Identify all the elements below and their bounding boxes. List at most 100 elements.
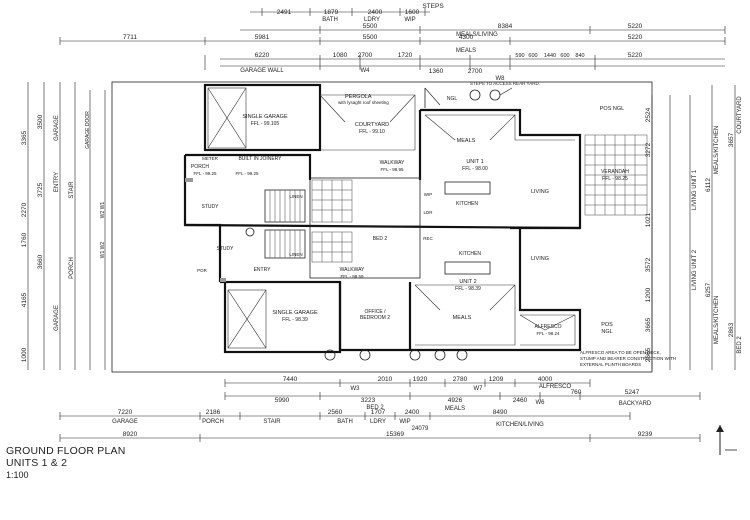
dim-top-6220: 6220 [255, 52, 270, 59]
dim-top-1879: 1879 [324, 9, 339, 16]
svg-text:W2 W1: W2 W1 [100, 202, 106, 219]
dim-right-label-bed2: BED 2 [737, 336, 743, 354]
room-kitchen-u2: KITCHEN [459, 251, 481, 257]
room-unit2: UNIT 2 [459, 279, 476, 285]
room-pos-bottom: POS [601, 322, 613, 328]
dim-right-label-living-unit1: LIVING UNIT 1 [692, 169, 698, 210]
dim-left-2270: 2270 [21, 202, 28, 217]
dim-bot-1209: 1209 [489, 376, 504, 383]
room-courtyard: COURTYARD [355, 122, 389, 128]
dim-right-3665: 3665 [645, 317, 652, 332]
right-dimension-lines: 2524 3272 1021 3572 1200 3665 2665 6112 … [645, 85, 743, 370]
room-walkway-u2: WALKWAY [340, 267, 365, 273]
dim-top-5220b: 5220 [628, 34, 643, 41]
bathroom-tiles [311, 179, 353, 263]
alfresco-note-1: ALFRESCO AREA TO BE OPEN DECK, [580, 350, 661, 355]
room-wip-u1: WIP [424, 192, 433, 197]
dim-bot-1920: 1920 [413, 376, 428, 383]
roof-hips [319, 94, 576, 346]
dim-bot-3223: 3223 [361, 397, 376, 404]
svg-text:W1 W2: W1 W2 [100, 242, 106, 259]
kitchen-island-u2 [444, 261, 491, 275]
dim-bot-2400: 2400 [405, 409, 420, 416]
dim-left-3725: 3725 [37, 182, 44, 197]
room-walkway-u2-ffl: FFL - 98.59 [340, 274, 364, 279]
plan-title: GROUND FLOOR PLAN [6, 445, 126, 457]
title-block: GROUND FLOOR PLAN UNITS 1 & 2 1:100 [6, 445, 226, 481]
dim-bot-label-alfresco: ALFRESCO [539, 384, 572, 390]
dim-top-5500b: 5500 [363, 34, 378, 41]
dim-top-590: 590 [515, 53, 524, 59]
dim-top-2491: 2491 [277, 9, 292, 16]
dim-bot-4000: 4000 [538, 376, 553, 383]
room-porch-ffl: FFL - 99.25 [193, 171, 217, 176]
room-office-line2: BEDROOM 2 [360, 315, 390, 321]
dim-label-meals-living: MEALS/LIVING [456, 32, 498, 38]
dim-bot-2186: 2186 [206, 409, 221, 416]
stair-bottom [264, 229, 306, 259]
dim-bot-24079: 24079 [412, 426, 429, 432]
dim-bot-label-kitchen-living: KITCHEN/LIVING [496, 422, 544, 428]
kitchen-island-u1 [444, 181, 491, 195]
dim-top-7711: 7711 [123, 34, 137, 41]
room-unit1: UNIT 1 [466, 159, 483, 165]
room-pos-bottom-ngl: NGL [601, 329, 612, 335]
dim-bot-2560: 2560 [328, 409, 343, 416]
dim-left-label-entry: ENTRY [54, 172, 60, 192]
room-por-u2: POR [197, 268, 208, 273]
room-courtyard-ffl: FFL - 99.10 [359, 129, 385, 135]
verandah-deck [584, 134, 648, 216]
dim-top-8384: 8384 [498, 23, 513, 30]
dim-bot-5247: 5247 [625, 389, 640, 396]
dim-left-4165: 4165 [21, 292, 28, 307]
room-ldr: LDR [423, 210, 433, 215]
top-dimension-lines: 2491 1879 2400 1600 STEPS BATH LDRY WIP … [59, 3, 726, 82]
room-unit2-ffl: FFL - 98.39 [455, 286, 481, 292]
dim-left-label-garage-bot: GARAGE [54, 305, 60, 331]
alfresco-note-3: EXTERNAL PLINTH BOARDS [580, 362, 641, 367]
dim-bot-8920: 8920 [123, 431, 138, 438]
dim-bot-760: 760 [571, 389, 582, 396]
dim-bot-5990: 5990 [275, 397, 290, 404]
dim-bot-2010: 2010 [378, 376, 393, 383]
dim-bot-label-w6: W6 [536, 400, 546, 406]
stair-top [264, 189, 306, 223]
room-living-u2: LIVING [531, 256, 549, 262]
dim-right-1021: 1021 [645, 212, 652, 227]
dim-top-600a: 600 [528, 53, 537, 59]
dim-bot-2460: 2460 [513, 397, 528, 404]
site-boundary [111, 81, 653, 373]
dim-label-w8: W8 [496, 76, 506, 82]
dim-right-6112: 6112 [705, 178, 712, 192]
dim-label-bath: BATH [322, 17, 338, 23]
room-unit1-ffl: FFL - 98.00 [462, 166, 488, 172]
dim-top-840: 840 [575, 53, 584, 59]
dim-top-1080: 1080 [333, 52, 348, 59]
room-linen-u1: LINEN [289, 194, 302, 199]
dim-bot-label-meals: MEALS [445, 406, 465, 412]
garage-top-roof [207, 87, 247, 149]
dim-top-1440: 1440 [544, 53, 556, 59]
dim-left-1000: 1000 [21, 347, 28, 362]
dim-bot-label-bath: BATH [337, 419, 353, 425]
room-verandah-ffl: FFL - 98.25 [602, 176, 628, 182]
dim-bot-15369: 15369 [386, 431, 404, 438]
building-outline [111, 81, 653, 373]
dim-bot-4926: 4926 [448, 397, 463, 404]
svg-text:GARAGE DOOR: GARAGE DOOR [85, 111, 91, 149]
dim-left-3660: 3660 [37, 254, 44, 269]
dim-right-3657: 3657 [728, 132, 735, 147]
dim-bot-label-stair: STAIR [263, 419, 281, 425]
room-alfresco-ffl: FFL - 98.24 [536, 331, 560, 336]
dim-right-2524: 2524 [645, 107, 652, 122]
dim-bot-label-porch: PORCH [202, 419, 224, 425]
dim-bot-label-ldry: LDRY [370, 419, 386, 425]
room-ffl-mid: FFL - 99.25 [235, 171, 259, 176]
room-study-u1: STUDY [202, 204, 220, 210]
dim-label-garage-wall: GARAGE WALL [240, 68, 284, 74]
room-garage-top-ffl: FFL - 99.105 [251, 121, 280, 127]
dim-bot-label-wip: WIP [399, 419, 410, 425]
dim-bot-label-w7: W7 [474, 386, 484, 392]
room-built-in: BUILT IN JOINERY [238, 156, 282, 162]
